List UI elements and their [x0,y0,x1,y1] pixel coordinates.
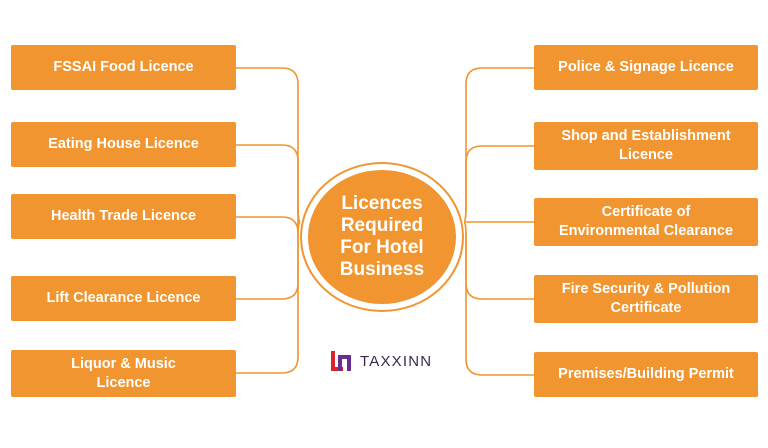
right-box-label-line1: Fire Security & Pollution [561,281,731,297]
left-box-label: FSSAI Food Licence [53,59,194,75]
right-box-label-line2: Certificate [610,300,682,316]
right-box-label-line2: Environmental Clearance [558,223,734,239]
hub-title-line3: For Hotel [340,237,424,258]
right-connector-1 [463,67,534,223]
right-box-shop-establishment-licence: Shop and Establishment Licence [534,122,758,170]
brand-logo: TAXXINN [330,350,432,372]
left-box-label-line2: Licence [96,374,151,391]
brand-name: TAXXINN [360,352,433,370]
left-connector-2 [236,144,301,223]
right-box-police-signage-licence: Police & Signage Licence [534,45,758,90]
left-connector-3 [236,205,301,234]
left-box-eating-house-licence: Eating House Licence [11,122,236,167]
right-connector-4 [463,221,534,300]
right-box-premises-building-permit: Premises/Building Permit [534,352,758,397]
hub-title-line2: Required [340,215,424,236]
right-box-fire-security-pollution: Fire Security & Pollution Certificate [534,275,758,323]
left-box-health-trade-licence: Health Trade Licence [11,194,236,239]
hub-title-line4: Business [339,259,425,280]
right-box-environmental-clearance: Certificate of Environmental Clearance [534,198,758,246]
left-connector-4 [236,221,301,300]
left-box-lift-clearance-licence: Lift Clearance Licence [11,276,236,321]
left-box-label-line1: Liquor & Music [71,355,176,372]
right-connector-5 [463,221,534,376]
right-box-label: Premises/Building Permit [558,366,734,382]
right-box-label-line1: Shop and Establishment [561,128,731,144]
hub-title-line1: Licences [341,193,423,214]
left-box-label: Lift Clearance Licence [46,290,201,306]
left-connector-5 [236,221,301,374]
left-box-liquor-music-licence: Liquor & Music Licence [11,350,236,397]
right-box-label: Police & Signage Licence [558,59,734,75]
right-box-label-line2: Licence [619,147,673,163]
central-hub-circle: Licences Required For Hotel Business [302,164,462,310]
right-connector-2 [463,145,534,223]
left-box-label: Health Trade Licence [50,208,197,224]
hub-title: Licences Required For Hotel Business [340,193,424,281]
left-box-label: Eating House Licence [48,136,199,152]
taxxinn-logo-icon [331,351,351,371]
right-box-label-line1: Certificate of [601,204,691,220]
left-box-fssai-food-licence: FSSAI Food Licence [11,45,236,90]
